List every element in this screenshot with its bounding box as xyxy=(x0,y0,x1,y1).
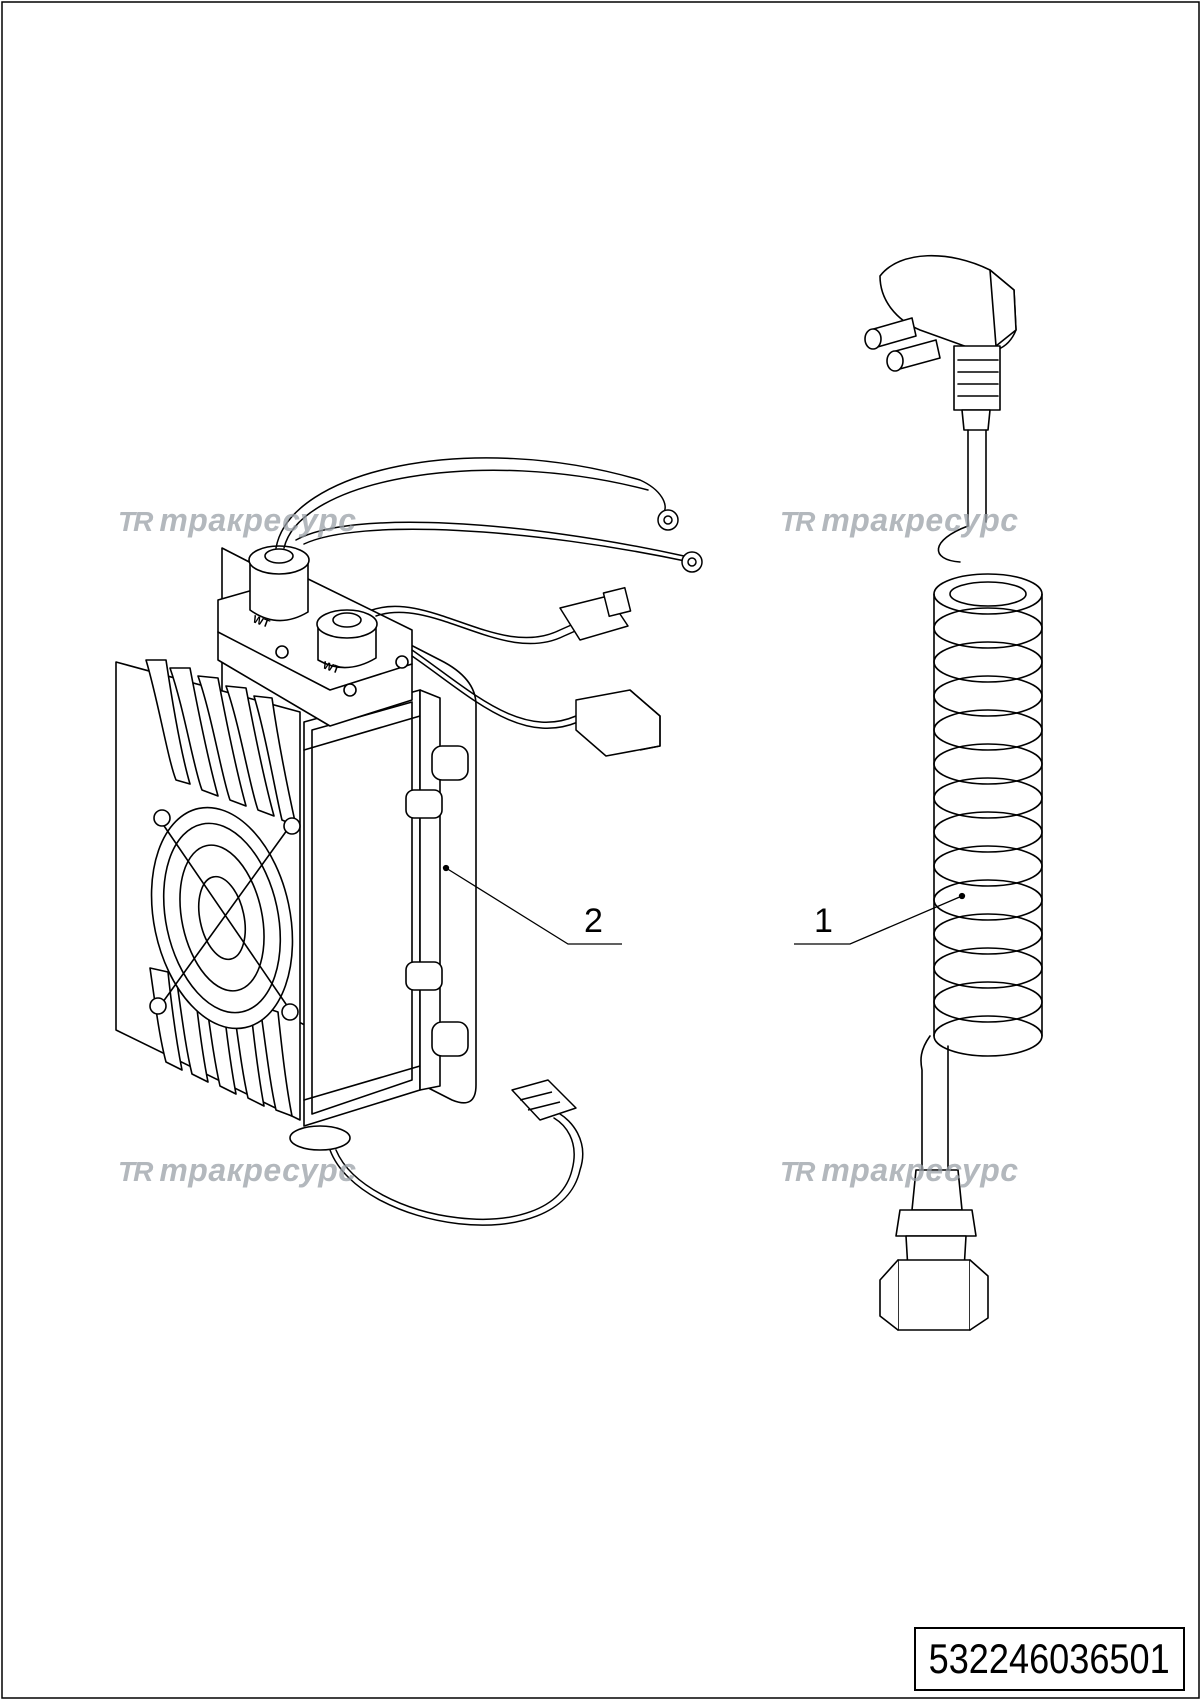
watermark-logo: TR xyxy=(780,506,815,537)
watermark-text: тракресурс xyxy=(159,1152,357,1188)
watermark-logo: TR xyxy=(780,1156,815,1187)
leader-2 xyxy=(445,867,622,945)
watermark-logo: TR xyxy=(118,1156,153,1187)
part-number-box: 532246036501 xyxy=(914,1627,1185,1691)
cable-coils xyxy=(933,525,1043,1057)
front-cover xyxy=(303,689,421,1127)
watermark-text: тракресурс xyxy=(821,502,1019,538)
ring-terminals xyxy=(657,509,703,573)
callout-2: 2 xyxy=(584,902,603,940)
coiled-cable xyxy=(864,254,1043,1331)
callout-1: 1 xyxy=(814,902,833,940)
fan-icon xyxy=(149,806,301,1030)
boss-lower-mid xyxy=(405,961,443,991)
power-plug-icon xyxy=(864,254,1017,431)
connector-right-label: WT xyxy=(321,660,341,677)
connector-left xyxy=(248,545,310,622)
boss-top xyxy=(431,745,469,781)
wire-plugs xyxy=(511,586,661,1121)
part-number: 532246036501 xyxy=(928,1635,1171,1682)
connector-left-label: WT xyxy=(251,614,271,631)
boss-bottom xyxy=(431,1021,469,1057)
heater-wires xyxy=(275,457,691,1226)
watermark-text: тракресурс xyxy=(159,502,357,538)
watermark-logo: TR xyxy=(118,506,153,537)
leader-lines xyxy=(442,864,966,945)
leader-1 xyxy=(794,895,963,945)
bottom-outlet xyxy=(289,1125,351,1151)
watermark-text: тракресурс xyxy=(821,1152,1019,1188)
heater-unit xyxy=(115,545,477,1151)
iec-connector-icon xyxy=(879,1169,989,1331)
connector-right xyxy=(316,609,378,669)
boss-upper-mid xyxy=(405,789,443,819)
